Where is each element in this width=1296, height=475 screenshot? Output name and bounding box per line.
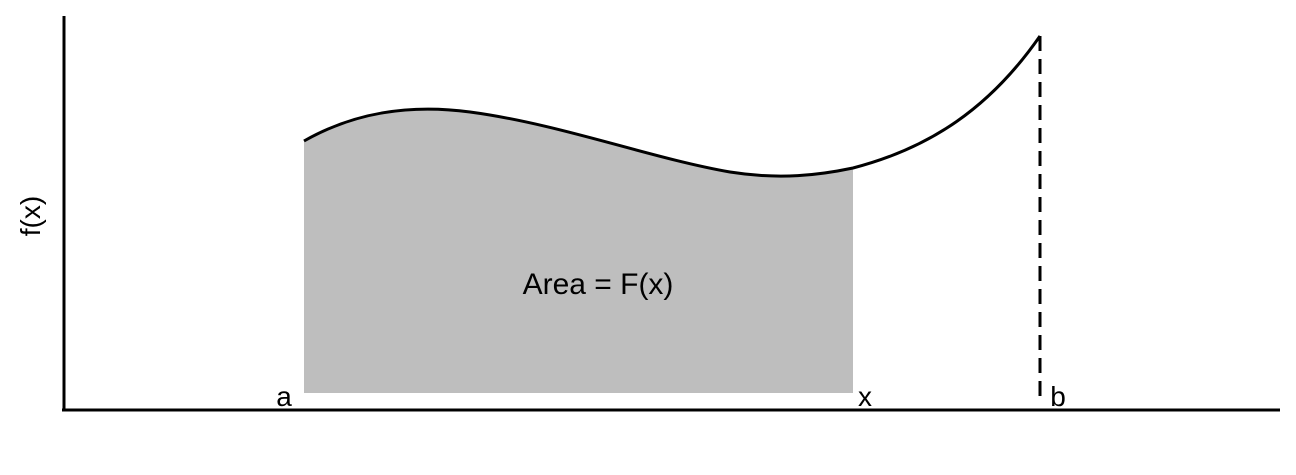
y-axis-label: f(x): [15, 196, 46, 236]
mark-b-label: b: [1050, 381, 1066, 412]
function-curve: [303, 35, 1042, 178]
area-label: Area = F(x): [523, 268, 674, 301]
mark-a-label: a: [276, 381, 292, 412]
shaded-area-region: [304, 109, 853, 393]
mark-x-label: x: [858, 381, 872, 412]
